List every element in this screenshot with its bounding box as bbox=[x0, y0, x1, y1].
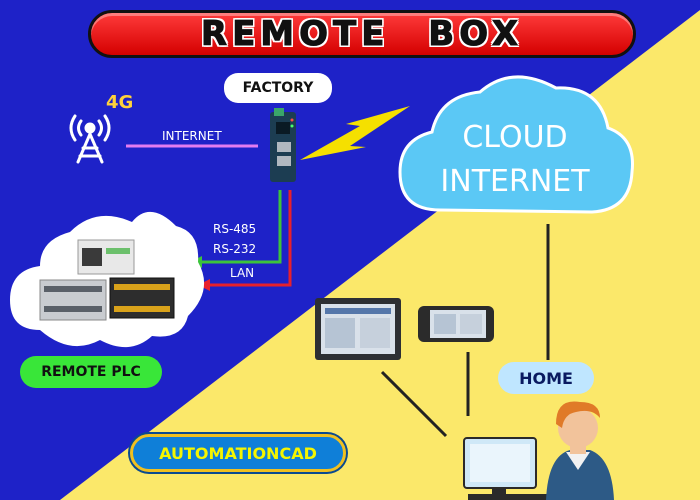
serial-link-line bbox=[200, 190, 282, 264]
lan-label: LAN bbox=[230, 266, 255, 280]
rs232-label: RS-232 bbox=[213, 242, 257, 256]
title-banner: REMOTE BOX bbox=[88, 10, 636, 58]
hmi-panel bbox=[315, 298, 401, 360]
cloud-label-line1: CLOUD bbox=[462, 120, 568, 155]
remote-plc-label: REMOTE PLC bbox=[20, 356, 162, 388]
lan-link-line bbox=[208, 190, 292, 287]
title-text: REMOTE BOX bbox=[200, 14, 524, 55]
hmi-user-line bbox=[380, 370, 448, 438]
internet-cloud bbox=[398, 75, 634, 214]
remote-box-device bbox=[270, 108, 296, 182]
brand-badge: AUTOMATIONCAD bbox=[130, 434, 346, 472]
signal-label: 4G bbox=[106, 92, 134, 113]
home-label: HOME bbox=[498, 362, 594, 394]
rs485-label: RS-485 bbox=[213, 222, 257, 236]
factory-label: FACTORY bbox=[224, 73, 332, 103]
cloud-label-line2: INTERNET bbox=[440, 164, 590, 199]
smartphone bbox=[418, 306, 494, 342]
home-user-computer bbox=[463, 401, 614, 500]
plc-devices bbox=[39, 239, 175, 321]
cell-tower-icon bbox=[69, 114, 111, 164]
lightning-icon bbox=[300, 106, 410, 160]
internet-link-label: INTERNET bbox=[162, 129, 222, 143]
